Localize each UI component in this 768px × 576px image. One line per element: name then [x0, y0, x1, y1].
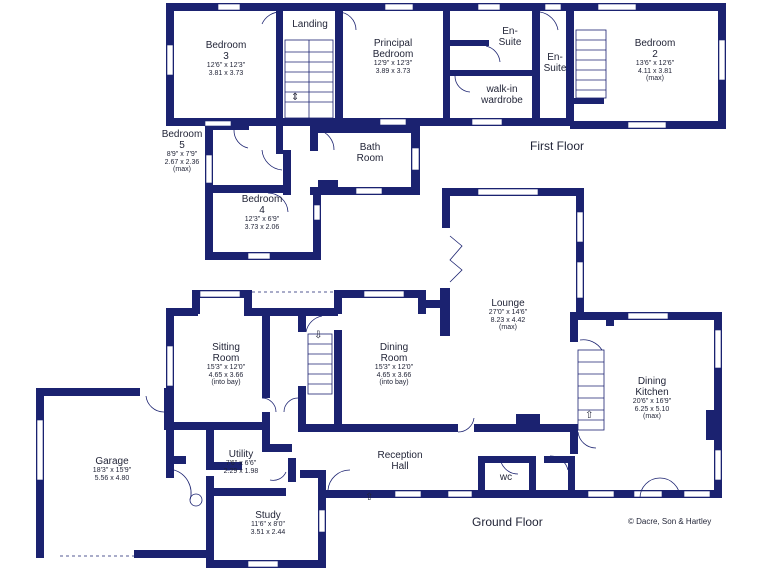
room-number: 5 — [179, 140, 185, 151]
room-dimensions-imperial: 18'3" x 15'9" — [92, 467, 132, 474]
room-dimensions-note: (max) — [646, 75, 664, 83]
room-label-en-suite-2: En- Suite — [538, 52, 572, 74]
room-name: walk-in — [486, 84, 518, 95]
room-name-line2: Hall — [391, 461, 409, 472]
room-number: 2 — [652, 49, 658, 60]
room-label-garage: Garage 18'3" x 15'9" 5.56 x 4.80 — [70, 456, 154, 482]
room-label-bedroom-5: Bedroom 5 8'9" x 7'9" 2.67 x 2.36 (max) — [140, 129, 224, 174]
room-label-wc: wc — [486, 472, 526, 483]
room-name: Dining — [379, 342, 409, 353]
room-dimensions-note: (into bay) — [211, 379, 241, 387]
room-dimensions-note: (max) — [643, 413, 661, 421]
room-dimensions-metric: 4.11 x 3.81 — [637, 67, 673, 75]
room-name: Bedroom — [205, 40, 247, 51]
room-name-line2: Suite — [498, 37, 522, 48]
room-name-line2: wardrobe — [481, 95, 523, 106]
stairs-up-arrow-icon-kitchen: ⇧ — [585, 410, 594, 421]
room-dimensions-metric: 3.73 x 2.06 — [244, 223, 280, 231]
room-name: Bedroom — [241, 194, 283, 205]
room-dimensions-metric: 8.23 x 4.42 — [490, 316, 526, 324]
room-dimensions-imperial: 15'3" x 12'0" — [374, 364, 414, 371]
room-dimensions-metric: 4.65 x 3.66 — [376, 371, 412, 379]
room-label-lounge: Lounge 27'0" x 14'6" 8.23 x 4.42 (max) — [466, 298, 550, 332]
entrance-arrow-icon: ⇧ — [365, 492, 374, 503]
room-label-bath-room: Bath Room — [340, 142, 400, 164]
room-label-dining-kitchen: Dining Kitchen 20'6" x 16'9" 6.25 x 5.10… — [610, 376, 694, 421]
first-floor-doors — [233, 11, 559, 213]
first-floor-windows — [166, 3, 726, 260]
room-dimensions-metric: 5.56 x 4.80 — [94, 474, 130, 482]
room-name-line2: Bedroom — [372, 49, 414, 60]
room-dimensions-metric: 4.65 x 3.66 — [208, 371, 244, 379]
room-label-bedroom-4: Bedroom 4 12'3" x 6'9" 3.73 x 2.06 — [220, 194, 304, 231]
room-dimensions-note: (max) — [499, 324, 517, 332]
room-label-bedroom-3: Bedroom 3 12'6" x 12'3" 3.81 x 3.73 — [178, 40, 274, 77]
room-dimensions-imperial: 12'3" x 6'9" — [244, 216, 280, 223]
room-dimensions-imperial: 8'9" x 7'9" — [166, 151, 198, 158]
room-label-dining-room: Dining Room 15'3" x 12'0" 4.65 x 3.66 (i… — [352, 342, 436, 387]
room-label-landing: Landing — [280, 19, 340, 30]
room-name: Sitting — [212, 342, 240, 353]
room-name-line2: Room — [380, 353, 408, 364]
room-number: 4 — [259, 205, 265, 216]
stairs-down-arrow-icon: ⇩ — [314, 330, 323, 341]
room-name: Bath — [359, 142, 381, 153]
room-dimensions-imperial: 27'0" x 14'6" — [488, 309, 528, 316]
room-dimensions-imperial: 20'6" x 16'9" — [632, 398, 672, 405]
room-label-walk-in-wardrobe: walk-in wardrobe — [472, 84, 532, 106]
room-name: En- — [502, 26, 518, 37]
room-dimensions-note: (max) — [173, 166, 191, 174]
room-dimensions-imperial: 12'9" x 12'3" — [373, 60, 413, 67]
room-name: Landing — [292, 19, 328, 30]
room-name: Dining — [637, 376, 667, 387]
room-name: Lounge — [491, 298, 525, 309]
room-name: Principal — [373, 38, 413, 49]
room-name-line2: Room — [212, 353, 240, 364]
ground-floor-stairs — [307, 333, 605, 431]
room-dimensions-imperial: 7'6" x 6'6" — [225, 460, 257, 467]
room-name: Reception — [377, 450, 423, 461]
ground-floor-doors — [60, 291, 681, 557]
room-dimensions-metric: 3.89 x 3.73 — [375, 67, 411, 75]
first-floor-stairs — [284, 29, 607, 119]
room-name: En- — [547, 52, 563, 63]
room-dimensions-metric: 3.51 x 2.44 — [250, 528, 286, 536]
ground-floor-windows — [36, 290, 722, 568]
room-dimensions-metric: 6.25 x 5.10 — [634, 405, 670, 413]
room-name: Bedroom — [634, 38, 676, 49]
ground-floor-label: Ground Floor — [472, 515, 543, 529]
room-dimensions-note: (into bay) — [379, 379, 409, 387]
room-label-sitting-room: Sitting Room 15'3" x 12'0" 4.65 x 3.66 (… — [184, 342, 268, 387]
room-dimensions-metric: 3.81 x 3.73 — [208, 69, 244, 77]
room-dimensions-imperial: 13'6" x 12'6" — [635, 60, 675, 67]
room-name-line2: Suite — [543, 63, 567, 74]
room-name: Utility — [228, 449, 254, 460]
room-name-line2: Room — [356, 153, 384, 164]
room-name: wc — [499, 472, 513, 483]
room-label-utility: Utility 7'6" x 6'6" 2.29 x 1.98 — [210, 449, 272, 475]
room-label-study: Study 11'6" x 8'0" 3.51 x 2.44 — [222, 510, 314, 536]
stairs-up-arrow-icon: ⇕ — [291, 92, 300, 103]
room-name: Garage — [95, 456, 129, 467]
room-dimensions-imperial: 15'3" x 12'0" — [206, 364, 246, 371]
room-dimensions-metric: 2.67 x 2.36 — [164, 158, 200, 166]
room-name-line2: Kitchen — [635, 387, 669, 398]
room-dimensions-metric: 2.29 x 1.98 — [223, 467, 259, 475]
room-name: Study — [255, 510, 281, 521]
copyright-notice: © Dacre, Son & Hartley — [628, 517, 712, 526]
room-label-bedroom-2: Bedroom 2 13'6" x 12'6" 4.11 x 3.81 (max… — [610, 38, 700, 83]
first-floor-label: First Floor — [530, 139, 584, 153]
room-number: 3 — [223, 51, 229, 62]
room-label-en-suite-1: En- Suite — [490, 26, 530, 48]
ground-floor-walls — [36, 290, 722, 568]
room-name: Bedroom — [161, 129, 203, 140]
room-label-reception-hall: Reception Hall — [366, 450, 434, 472]
room-dimensions-imperial: 12'6" x 12'3" — [206, 62, 246, 69]
room-label-principal-bedroom: Principal Bedroom 12'9" x 12'3" 3.89 x 3… — [348, 38, 438, 75]
room-dimensions-imperial: 11'6" x 8'0" — [251, 521, 285, 528]
